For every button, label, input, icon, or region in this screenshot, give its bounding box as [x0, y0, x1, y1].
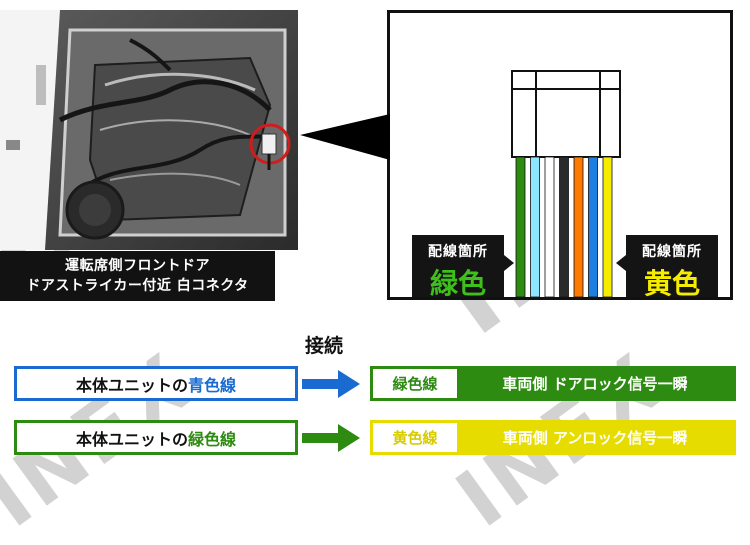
photo-caption-line1: 運転席側フロントドア: [65, 258, 210, 274]
vehicle-wire-color: 黄色線: [373, 423, 457, 452]
photo-caption-line2: ドアストライカー付近 白コネクタ: [26, 278, 249, 294]
connector-housing: [511, 70, 621, 158]
right-color-tag: 配線箇所 黄色: [626, 235, 718, 300]
unit-wire-color: 青色線: [188, 375, 237, 395]
door-photo: [0, 10, 298, 250]
connector-wire: [530, 156, 540, 297]
photo-caption: 運転席側フロントドア ドアストライカー付近 白コネクタ: [0, 251, 275, 301]
connector-closeup-panel: 配線箇所 緑色 配線箇所 黄色: [387, 10, 733, 300]
arrow-right-icon: [302, 424, 360, 452]
right-tag-label: 配線箇所: [642, 244, 702, 260]
unit-prefix: 本体ユニットの: [75, 375, 188, 395]
vehicle-signal-box-unlock: 黄色線 車両側 アンロック信号一瞬: [370, 420, 736, 455]
connector-wire: [515, 156, 526, 297]
vehicle-signal-text: 車両側 アンロック信号一瞬: [457, 423, 733, 452]
vehicle-wire-color: 緑色線: [373, 369, 457, 398]
unit-wire-color: 緑色線: [188, 429, 237, 449]
arrow-right-icon: [302, 370, 360, 398]
connector-wire: [544, 156, 555, 297]
left-tag-color-name: 緑色: [429, 267, 486, 300]
vehicle-signal-box-lock: 緑色線 車両側 ドアロック信号一瞬: [370, 366, 736, 401]
connector-wire: [588, 156, 598, 297]
left-tag-label: 配線箇所: [428, 244, 488, 260]
unit-wire-box-blue: 本体ユニットの青色線: [14, 366, 298, 401]
door-interior-illustration: [0, 10, 298, 250]
left-color-tag: 配線箇所 緑色: [412, 235, 504, 300]
connector-diagram: [511, 70, 621, 297]
connector-wire: [559, 156, 569, 297]
unit-prefix: 本体ユニットの: [75, 429, 188, 449]
connection-label: 接続: [305, 335, 344, 357]
right-tag-color-name: 黄色: [643, 267, 700, 300]
vehicle-signal-text: 車両側 ドアロック信号一瞬: [457, 369, 733, 398]
unit-wire-box-green: 本体ユニットの緑色線: [14, 420, 298, 455]
connector-wire: [602, 156, 613, 297]
pointer-triangle: [300, 114, 390, 160]
tag-pointers: [504, 255, 626, 271]
connector-wire: [573, 156, 584, 297]
